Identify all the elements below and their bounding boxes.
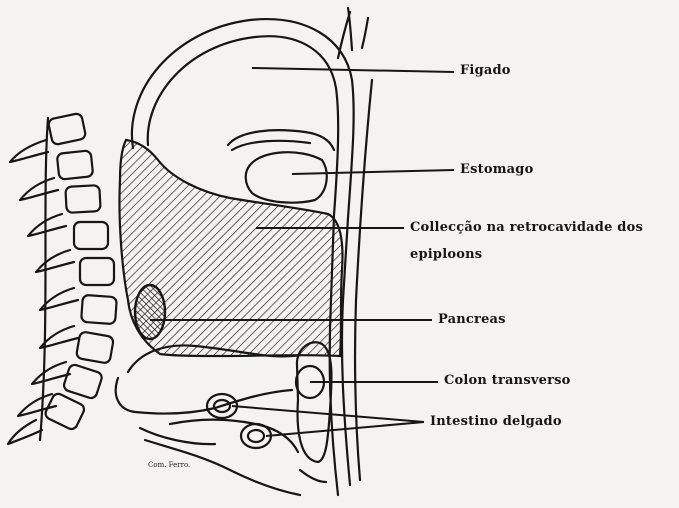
vertebra-6: [81, 295, 117, 324]
label-figado: Figado: [460, 63, 511, 78]
vertebra-5: [80, 258, 114, 285]
label-estomago: Estomago: [460, 162, 533, 177]
abdominal-wall-line-2: [362, 18, 368, 48]
vertebra-1: [48, 113, 87, 146]
colon-outer-loop: [297, 342, 332, 462]
leader-intestino-1: [232, 406, 424, 422]
label-intestino: Intestino delgado: [430, 414, 562, 429]
spinous-process-2: [20, 178, 58, 200]
vertebra-7: [76, 331, 114, 363]
vertebra-3: [65, 185, 100, 213]
small-intestine-loop-2-inner: [248, 430, 264, 442]
lesser-omentum-fold-inner: [232, 141, 310, 150]
leader-estomago: [292, 170, 454, 174]
label-collecao-line2: epiploons: [410, 247, 482, 262]
spinous-process-1: [10, 140, 48, 162]
spine: [44, 113, 117, 431]
stomach-outline: [246, 152, 327, 202]
spinal-canal-line: [40, 118, 48, 440]
pancreas-body: [135, 285, 165, 339]
abdominal-wall-line-3: [338, 12, 350, 58]
vertebra-9: [44, 392, 86, 431]
spinous-process-9: [8, 420, 42, 444]
leader-figado: [252, 68, 454, 72]
vertebra-4: [74, 222, 108, 249]
label-pancreas: Pancreas: [438, 312, 506, 327]
spinous-process-3: [28, 214, 66, 236]
lower-abdomen-curve: [300, 470, 326, 482]
abdominal-wall-line-4: [355, 80, 372, 480]
spinous-process-4: [36, 250, 74, 272]
vertebra-8: [63, 363, 104, 399]
engraver-signature: Com. Ferro.: [148, 461, 190, 469]
vertebra-2: [57, 150, 94, 179]
label-collecao-line1: Collecção na retrocavidade dos: [410, 220, 643, 235]
label-colon: Colon transverso: [444, 373, 571, 388]
